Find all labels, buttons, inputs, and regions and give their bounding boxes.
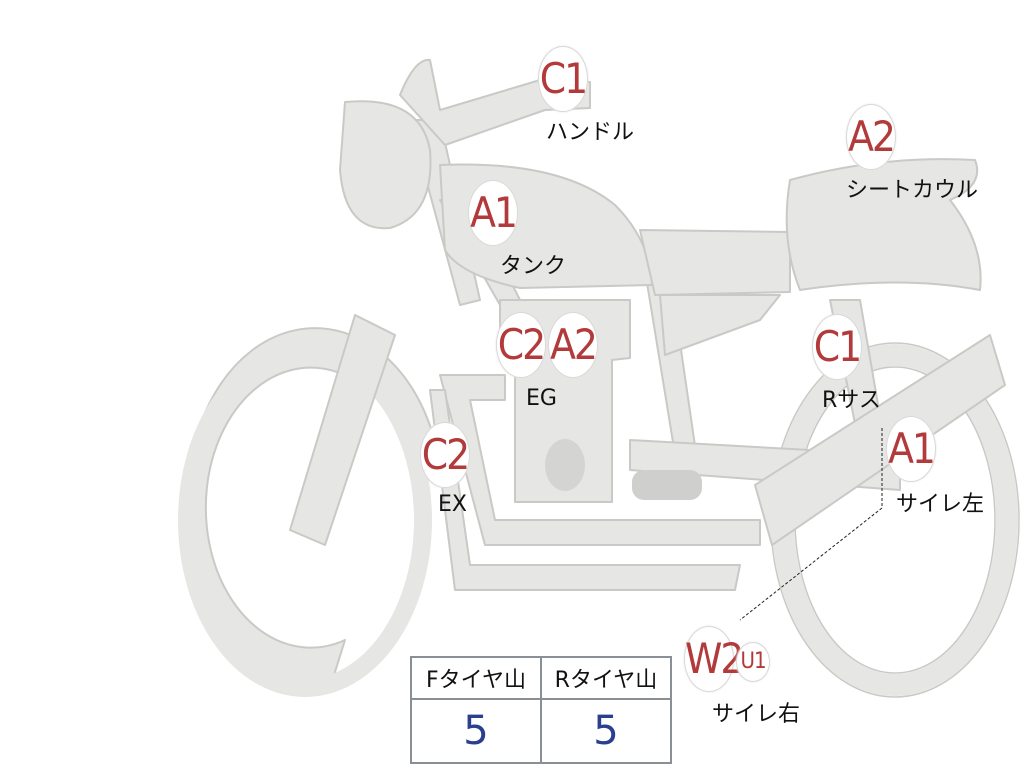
rear-tire-header: Rタイヤ山	[540, 656, 672, 700]
grade-seatcowl: A2	[846, 104, 896, 170]
grade-engine-2: A2	[548, 312, 598, 378]
tire-tread-table: Fタイヤ山 Rタイヤ山 5 5	[410, 656, 672, 764]
leader-line	[739, 428, 883, 621]
front-fork	[289, 314, 396, 546]
seat-cowl	[785, 158, 982, 291]
grade-handle: C1	[538, 46, 588, 112]
grade-muffler-right: W2	[684, 626, 744, 692]
exhaust-pipes	[439, 374, 761, 546]
grade-engine-1: C2	[496, 312, 546, 378]
label-muffler-right: サイレ右	[712, 702, 801, 727]
label-rear-sus: Rサス	[822, 388, 881, 413]
label-tank: タンク	[500, 254, 567, 279]
muffler	[754, 334, 1006, 546]
grade-exhaust: C2	[420, 422, 470, 488]
subgrade-muffler-right: U1	[736, 642, 770, 682]
front-tire-value: 5	[410, 698, 542, 764]
label-muffler-left: サイレ左	[896, 492, 985, 517]
label-handle: ハンドル	[546, 120, 635, 145]
headlight	[339, 100, 432, 230]
grade-tank: A1	[468, 180, 518, 246]
label-seatcowl: シートカウル	[846, 178, 979, 203]
rear-tire-value: 5	[540, 698, 672, 764]
grade-rear-sus: C1	[812, 314, 862, 380]
label-exhaust: EX	[438, 492, 467, 517]
front-tire-header: Fタイヤ山	[410, 656, 542, 700]
label-engine: EG	[526, 386, 557, 411]
grade-muffler-left: A1	[886, 416, 936, 482]
